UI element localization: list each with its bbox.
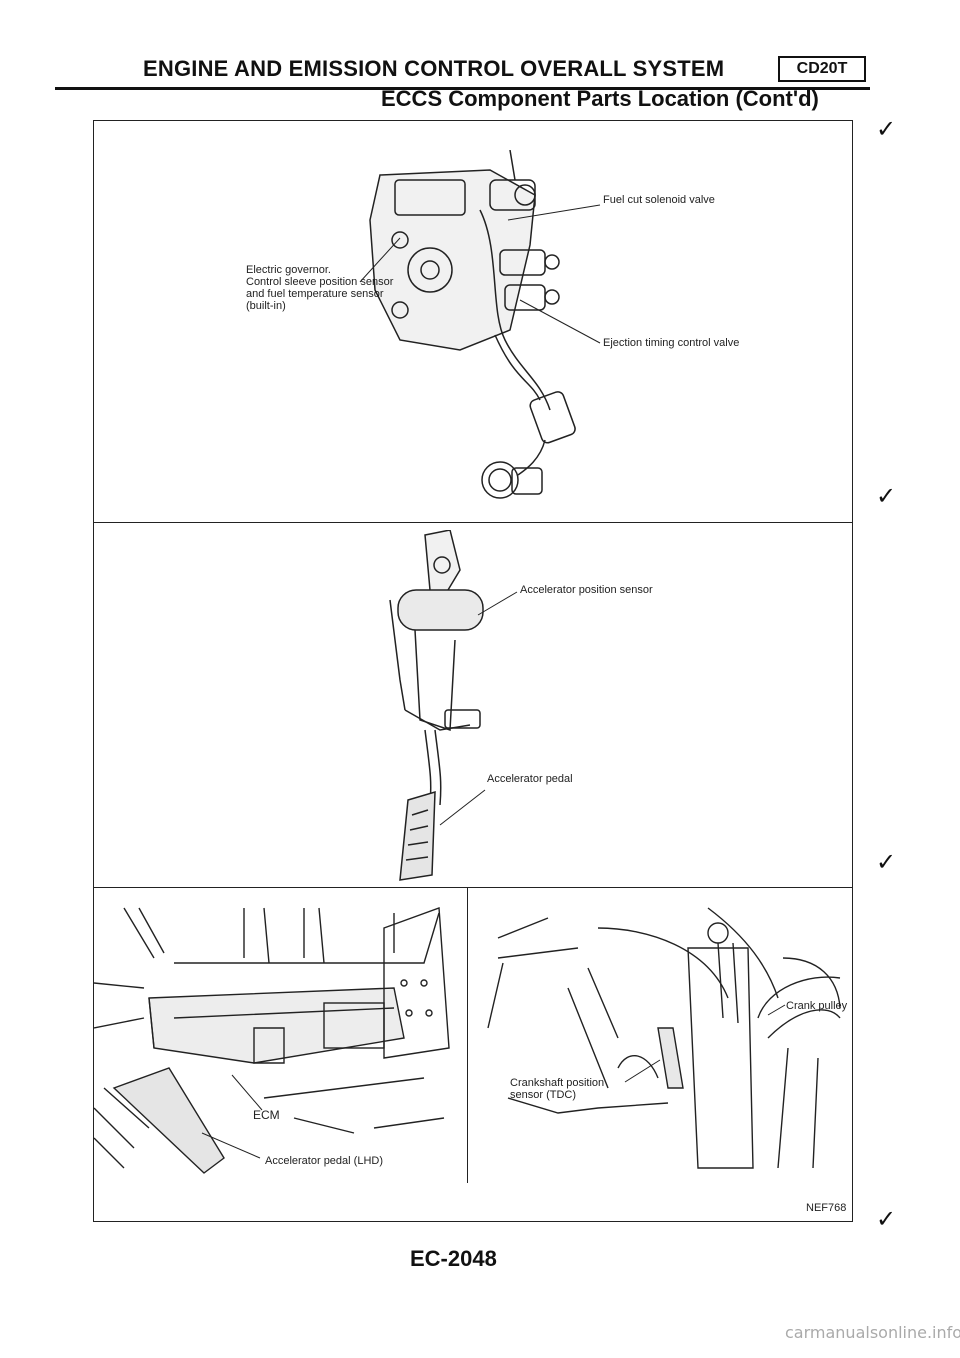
margin-check-mark: ✓ <box>876 1206 897 1233</box>
margin-check-mark: ✓ <box>876 116 897 143</box>
margin-check-mark: ✓ <box>876 483 897 510</box>
label-crank-pulley: Crank pulley <box>786 1000 848 1012</box>
injection-pump-illustration <box>369 150 576 499</box>
watermark-footer[interactable]: carmanualsonline.info <box>785 1323 960 1342</box>
crank-sensor-illustration <box>487 907 841 1169</box>
label-crankshaft-position: Crankshaft position <box>510 1077 605 1089</box>
figure-frame <box>93 120 853 1222</box>
label-fuel-temperature-sensor: and fuel temperature sensor <box>246 288 384 300</box>
label-control-sleeve-sensor: Control sleeve position sensor <box>246 276 394 288</box>
page-subtitle: ECCS Component Parts Location (Cont'd) <box>381 86 819 111</box>
margin-check-mark: ✓ <box>876 849 897 876</box>
label-electric-governor: Electric governor. <box>246 264 331 276</box>
label-accelerator-position-sensor: Accelerator position sensor <box>520 584 653 596</box>
section-title: ENGINE AND EMISSION CONTROL OVERALL SYST… <box>143 56 725 81</box>
panel-divider-vertical <box>467 887 468 1183</box>
page-number: EC-2048 <box>410 1246 497 1271</box>
label-ejection-timing-control-valve: Ejection timing control valve <box>603 337 740 349</box>
label-accelerator-pedal-lhd: Accelerator pedal (LHD) <box>265 1155 383 1167</box>
header-rule <box>55 87 870 90</box>
label-accelerator-pedal: Accelerator pedal <box>487 773 573 785</box>
label-built-in: (built-in) <box>246 300 286 312</box>
ecm-location-illustration <box>94 907 450 1174</box>
label-ecm: ECM <box>253 1108 280 1122</box>
label-sensor-tdc: sensor (TDC) <box>510 1089 577 1101</box>
panel-divider-2 <box>93 887 853 888</box>
panel-divider-1 <box>93 522 853 523</box>
accelerator-pedal-illustration <box>389 530 484 881</box>
engine-code-badge: CD20T <box>778 56 866 82</box>
label-fuel-cut-solenoid-valve: Fuel cut solenoid valve <box>603 194 715 206</box>
figure-code: NEF768 <box>806 1202 847 1214</box>
